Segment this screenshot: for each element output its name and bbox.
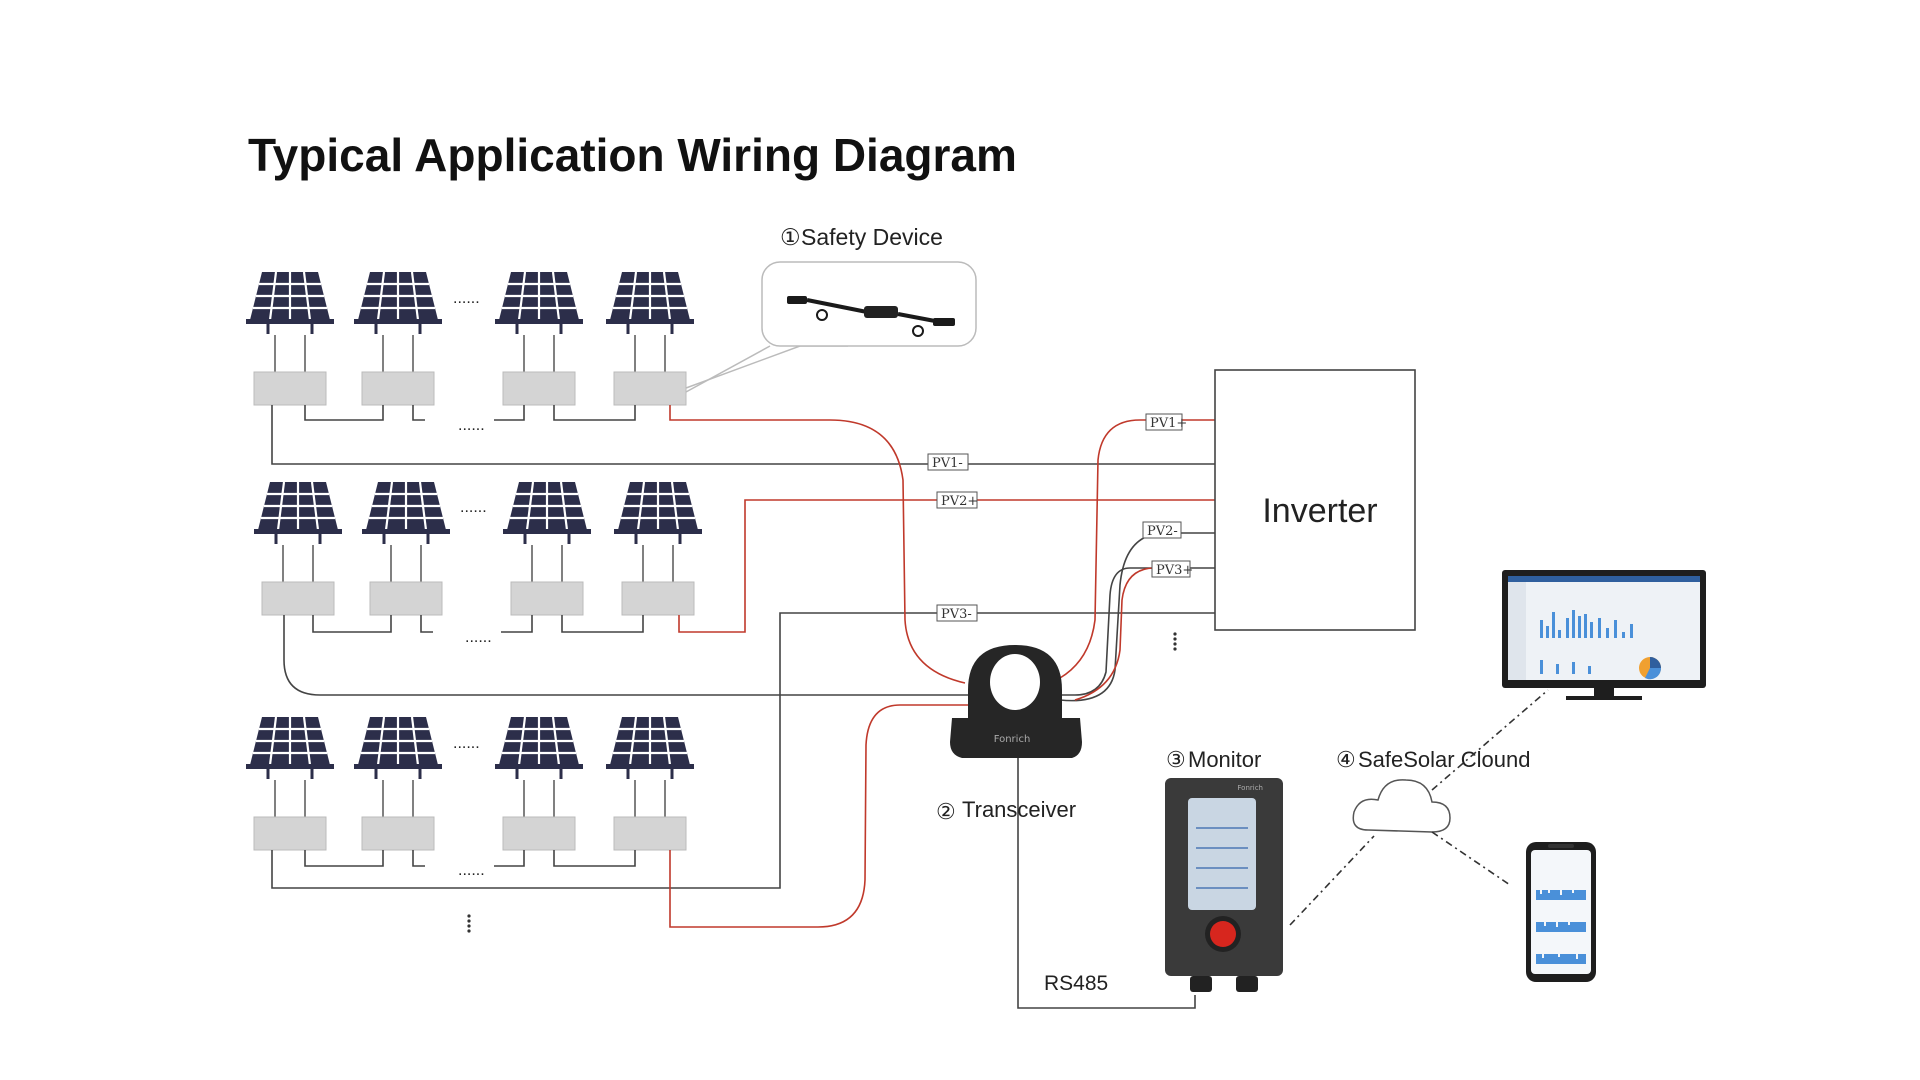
safety-device-label: Safety Device — [801, 224, 943, 250]
desktop-monitor-icon — [1502, 570, 1706, 700]
rs485-label: RS485 — [1044, 972, 1108, 995]
terminal-pv1-plus: PV1+ — [1150, 416, 1187, 431]
cloud-number: ④ — [1336, 747, 1356, 772]
continuation-dots: ...... — [458, 862, 485, 879]
monitor-number: ③ — [1166, 747, 1186, 772]
safety-box — [502, 816, 576, 851]
cloud-label: SafeSolar Clound — [1358, 747, 1530, 772]
solar-panel-icon — [501, 480, 593, 546]
terminal-pv1-minus: PV1- — [932, 456, 963, 471]
solar-panel-icon — [493, 270, 585, 336]
safety-device-number: ① — [780, 224, 801, 250]
terminal-tags: PV1+ PV1- PV2+ PV2- PV3+ PV3- — [927, 413, 1193, 622]
safety-box — [502, 371, 576, 406]
solar-panel-icon — [352, 270, 444, 336]
safety-box — [613, 371, 687, 406]
positive-wires — [669, 405, 1215, 928]
safety-device-callout — [685, 261, 977, 393]
continuation-dots: ...... — [465, 629, 492, 646]
transceiver-brand: Fonrich — [994, 734, 1031, 745]
panel-row-3: ...... ...... — [244, 715, 696, 933]
safety-box — [613, 816, 687, 851]
safety-box — [253, 371, 327, 406]
solar-panel-icon — [252, 480, 344, 546]
rs485-cable — [1017, 758, 1196, 1009]
continuation-dots: ...... — [460, 499, 487, 516]
solar-panel-icon — [244, 270, 336, 336]
negative-wires — [271, 405, 1215, 889]
safety-box — [510, 581, 584, 616]
panel-row-1: ...... ...... — [244, 270, 696, 434]
safety-box — [361, 371, 435, 406]
inverter-label: Inverter — [1262, 492, 1377, 530]
safety-box — [621, 581, 695, 616]
smartphone-icon — [1526, 842, 1596, 982]
solar-panel-icon — [360, 480, 452, 546]
monitor-device-icon: Fonrich — [1165, 778, 1283, 992]
vertical-continuation — [1173, 632, 1177, 651]
safety-box — [261, 581, 335, 616]
monitor-brand: Fonrich — [1237, 784, 1263, 792]
panel-row-2: ...... ...... — [252, 480, 704, 646]
solar-panel-icon — [604, 270, 696, 336]
transceiver-icon: Fonrich — [950, 645, 1082, 758]
terminal-pv3-minus: PV3- — [941, 607, 972, 622]
continuation-dots: ...... — [458, 417, 485, 434]
inverter-box — [1214, 369, 1416, 631]
solar-panel-icon — [352, 715, 444, 781]
safety-box — [369, 581, 443, 616]
page-title: Typical Application Wiring Diagram — [248, 129, 1017, 181]
terminal-pv3-plus: PV3+ — [1156, 563, 1193, 578]
terminal-pv2-plus: PV2+ — [941, 494, 978, 509]
continuation-dots: ...... — [453, 290, 480, 307]
transceiver-label: Transceiver — [962, 797, 1076, 822]
data-links — [1289, 689, 1549, 926]
monitor-label: Monitor — [1188, 747, 1261, 772]
continuation-dots: ...... — [453, 735, 480, 752]
transceiver-number: ② — [936, 799, 956, 824]
safety-box — [253, 816, 327, 851]
cloud-icon — [1352, 779, 1451, 833]
solar-panel-icon — [244, 715, 336, 781]
terminal-pv2-minus: PV2- — [1147, 524, 1178, 539]
solar-panel-icon — [612, 480, 704, 546]
safety-box — [361, 816, 435, 851]
safety-device-icon — [787, 296, 955, 337]
vertical-continuation — [467, 914, 471, 933]
solar-panel-icon — [493, 715, 585, 781]
solar-panel-icon — [604, 715, 696, 781]
